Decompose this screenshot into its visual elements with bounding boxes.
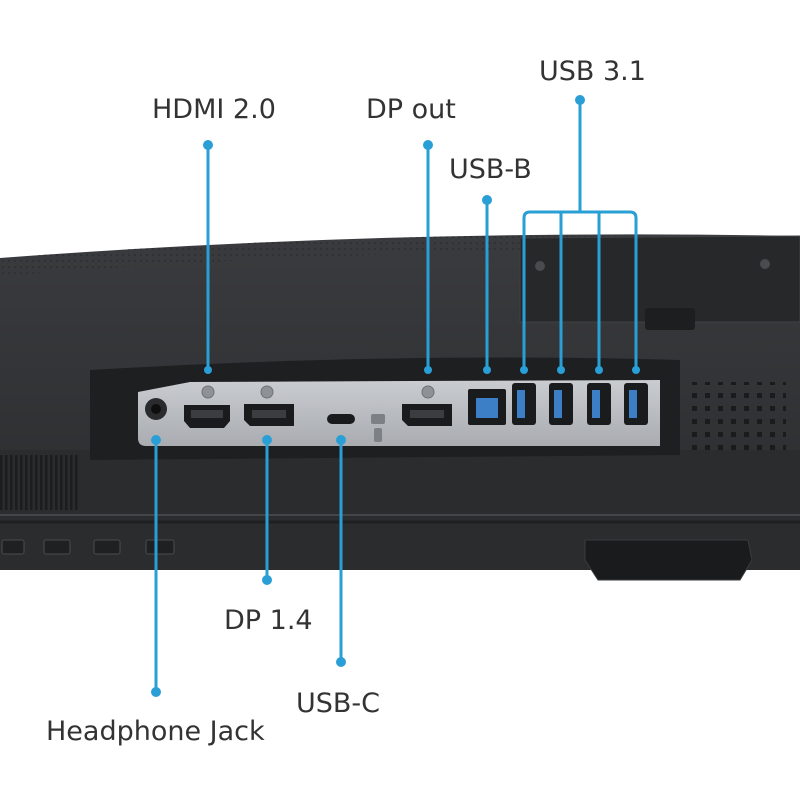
label-usb-b: USB-B xyxy=(449,154,532,185)
callout-dp-out xyxy=(423,140,433,374)
callout-usb-b xyxy=(482,195,492,374)
headphone-jack-port xyxy=(145,398,167,420)
usb-b-port xyxy=(468,389,506,425)
label-dp-1-4: DP 1.4 xyxy=(224,605,313,636)
usb-3-1-ports xyxy=(512,383,648,425)
callout-dp-1-4 xyxy=(262,435,272,585)
hdmi-port xyxy=(184,385,230,428)
label-dp-out: DP out xyxy=(366,94,456,125)
callout-headphone xyxy=(151,435,161,697)
callout-usb-c xyxy=(336,435,346,667)
dp-out-port xyxy=(402,385,452,426)
dp-1-4-port xyxy=(244,385,294,426)
label-usb-3-1: USB 3.1 xyxy=(539,56,646,87)
label-hdmi: HDMI 2.0 xyxy=(152,94,276,125)
callout-usb-3-1 xyxy=(520,95,640,374)
usb-c-port xyxy=(327,414,385,442)
callout-hdmi xyxy=(203,140,213,374)
label-headphone-jack: Headphone Jack xyxy=(46,716,265,747)
label-usb-c: USB-C xyxy=(296,688,381,719)
